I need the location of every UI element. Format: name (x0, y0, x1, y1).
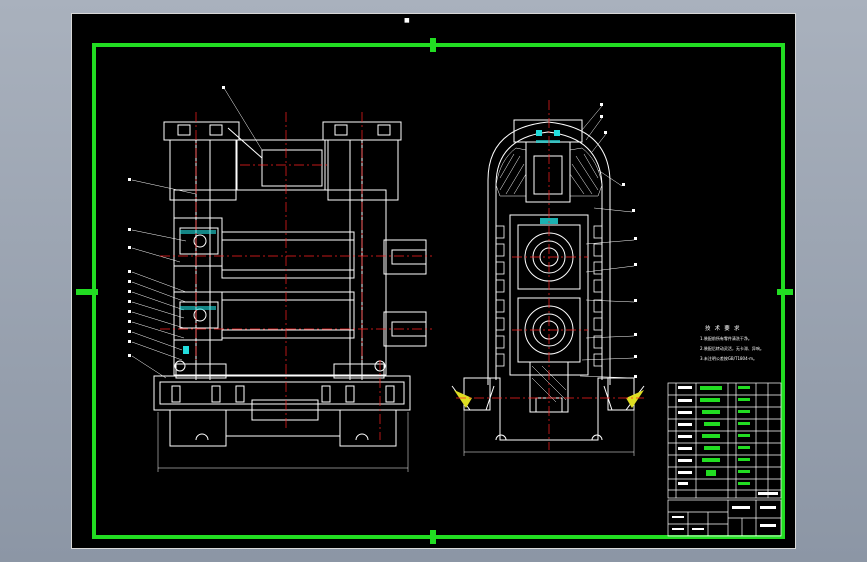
parts-list (667, 382, 782, 499)
side-view (451, 105, 645, 456)
notes-line-1: 1.装配前所有零件清洗干净。 (700, 335, 752, 341)
notes-line-2: 2.装配后转动灵活，无卡滞、异响。 (700, 345, 764, 351)
green-frame (92, 43, 785, 539)
side-view-centerlines (456, 100, 644, 450)
side-view-hatching (495, 147, 603, 403)
part-numbers (128, 86, 637, 378)
drawing-title-mark: ■ (404, 17, 410, 24)
center-mark-top (430, 38, 436, 52)
drawing-sheet (71, 13, 796, 549)
center-mark-bottom (430, 530, 436, 544)
center-mark-left (76, 289, 98, 295)
title-block (667, 499, 782, 537)
front-view (131, 121, 427, 472)
notes-title: 技 术 要 求 (705, 324, 741, 332)
center-mark-right (777, 289, 793, 295)
front-view-centerlines (160, 112, 432, 440)
technical-requirements: 技 术 要 求 1.装配前所有零件清洗干净。 2.装配后转动灵活，无卡滞、异响。… (700, 324, 764, 361)
parts-list-marks (678, 386, 778, 495)
title-block-marks (672, 506, 776, 530)
front-view-accents (180, 230, 216, 354)
notes-line-3: 3.未注明公差按GB/T1804-m。 (700, 355, 757, 361)
